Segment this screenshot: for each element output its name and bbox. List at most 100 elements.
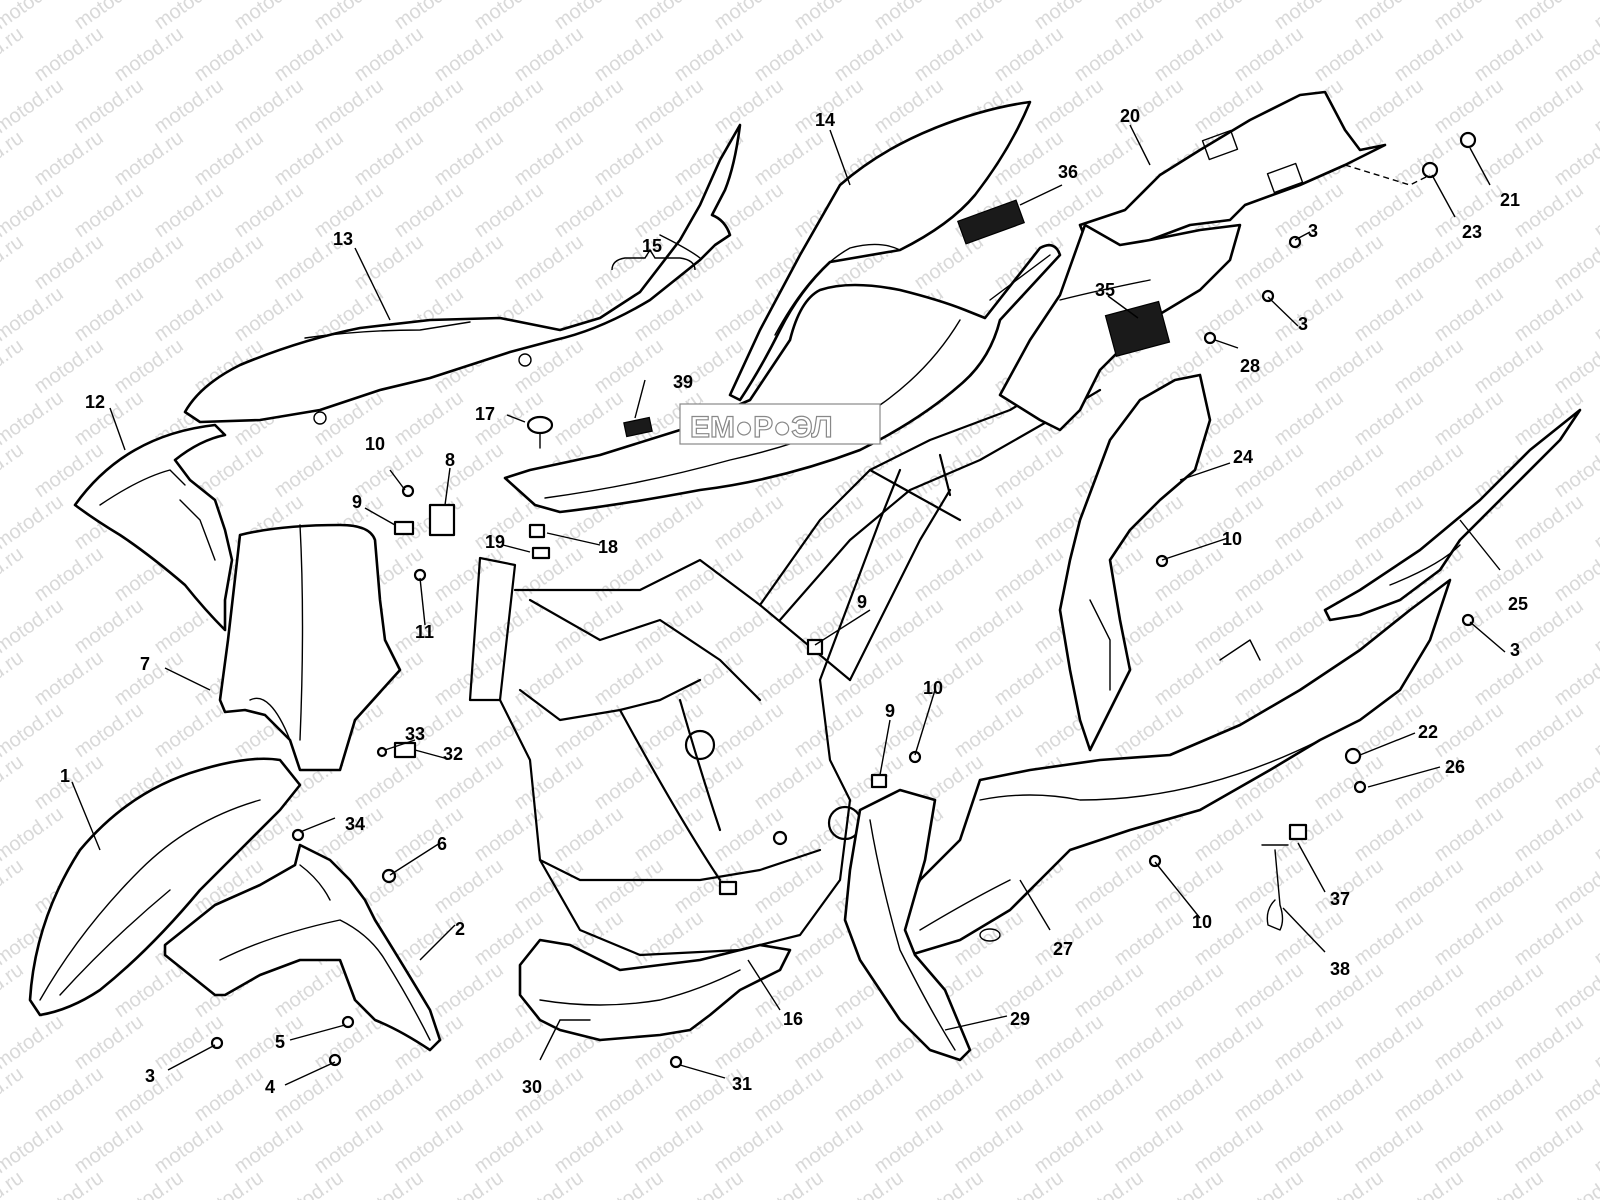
watermark-text: motod.ru (550, 179, 627, 242)
watermark-text: motod.ru (630, 1115, 707, 1178)
watermark-text: motod.ru (0, 231, 28, 294)
watermark-text: motod.ru (70, 1115, 147, 1178)
watermark-text: motod.ru (550, 595, 627, 658)
fasteners (210, 131, 1477, 1069)
watermark-text: motod.ru (1430, 283, 1507, 346)
callout-labels: 1 2 3 3 3 3 4 5 6 7 8 9 9 9 10 10 10 10 … (60, 106, 1528, 1097)
watermark-text: motod.ru (470, 0, 547, 34)
watermark-text: motod.ru (1310, 1167, 1387, 1200)
watermark-text: motod.ru (990, 647, 1067, 710)
watermark-text: motod.ru (1150, 1063, 1227, 1126)
callout-39: 39 (673, 372, 693, 392)
watermark-text: motod.ru (1390, 231, 1467, 294)
watermark-text: motod.ru (230, 1115, 307, 1178)
watermark-text: motod.ru (230, 75, 307, 138)
watermark-text: motod.ru (0, 127, 28, 190)
watermark-text: motod.ru (0, 283, 68, 346)
watermark-text: motod.ru (1070, 855, 1147, 918)
watermark-text: motod.ru (1590, 75, 1600, 138)
watermark-text: motod.ru (710, 1011, 787, 1074)
watermark-text: motod.ru (190, 1063, 267, 1126)
part-13-side-panel (183, 123, 742, 424)
watermark-text: motod.ru (0, 23, 28, 86)
watermark-text: motod.ru (1270, 283, 1347, 346)
watermark-text: motod.ru (350, 751, 427, 814)
watermark-text: motod.ru (1190, 0, 1267, 34)
watermark-text: motod.ru (710, 0, 787, 34)
watermark-text: motod.ru (1190, 595, 1267, 658)
callout-10: 10 (1222, 529, 1242, 549)
watermark-text: motod.ru (1150, 959, 1227, 1022)
callout-29: 29 (1010, 1009, 1030, 1029)
watermark-text: motod.ru (1350, 0, 1427, 34)
watermark-text: motod.ru (190, 127, 267, 190)
watermark-text: motod.ru (870, 595, 947, 658)
watermark-text: motod.ru (1070, 23, 1147, 86)
watermark-text: motod.ru (1310, 231, 1387, 294)
watermark-text: motod.ru (470, 1115, 547, 1178)
watermark-text: motod.ru (1190, 803, 1267, 866)
watermark-text: motod.ru (110, 231, 187, 294)
watermark-text: motod.ru (1390, 23, 1467, 86)
watermark-text: motod.ru (1110, 1115, 1187, 1178)
watermark-text: motod.ru (750, 1063, 827, 1126)
callout-35: 35 (1095, 280, 1115, 300)
watermark-text: motod.ru (350, 23, 427, 86)
watermark-text: motod.ru (510, 1167, 587, 1200)
watermark-text: motod.ru (270, 1167, 347, 1200)
watermark-text: motod.ru (1430, 1115, 1507, 1178)
watermark-text: motod.ru (110, 1167, 187, 1200)
watermark-text: motod.ru (1310, 23, 1387, 86)
watermark-text: motod.ru (270, 23, 347, 86)
watermark-text: motod.ru (70, 283, 147, 346)
watermark-text: motod.ru (430, 1167, 507, 1200)
callout-27: 27 (1053, 939, 1073, 959)
watermark-text: motod.ru (150, 179, 227, 242)
watermark-text: motod.ru (0, 387, 68, 450)
watermark-text: motod.ru (510, 127, 587, 190)
watermark-text: motod.ru (750, 855, 827, 918)
callout-13: 13 (333, 229, 353, 249)
watermark-text: motod.ru (790, 1115, 867, 1178)
watermark-text: motod.ru (1350, 491, 1427, 554)
callout-10: 10 (365, 434, 385, 454)
watermark-text: motod.ru (670, 1063, 747, 1126)
watermark-text: motod.ru (1270, 1115, 1347, 1178)
watermark-text: motod.ru (830, 1063, 907, 1126)
watermark-text: motod.ru (710, 1115, 787, 1178)
callout-5: 5 (275, 1032, 285, 1052)
watermark-text: motod.ru (1470, 335, 1547, 398)
watermark-text: motod.ru (1390, 127, 1467, 190)
watermark-text: motod.ru (1430, 75, 1507, 138)
watermark-text: motod.ru (1110, 907, 1187, 970)
watermark-text: motod.ru (390, 803, 467, 866)
watermark-text: motod.ru (430, 127, 507, 190)
watermark-text: motod.ru (1150, 23, 1227, 86)
part-17-grommet (526, 415, 554, 435)
watermark-text: motod.ru (1150, 1167, 1227, 1200)
callout-3: 3 (145, 1066, 155, 1086)
watermark-text: motod.ru (1510, 1011, 1587, 1074)
watermark-text: motod.ru (0, 595, 68, 658)
watermark-text: motod.ru (230, 179, 307, 242)
watermark-text: motod.ru (1110, 1011, 1187, 1074)
watermark-text: motod.ru (0, 75, 68, 138)
watermark-text: motod.ru (0, 699, 68, 762)
watermark-text: motod.ru (1510, 0, 1587, 34)
watermark-text: motod.ru (270, 439, 347, 502)
watermark-text: motod.ru (1590, 0, 1600, 34)
callout-24: 24 (1233, 447, 1253, 467)
watermark-text: motod.ru (1030, 0, 1107, 34)
watermark-text: motod.ru (430, 231, 507, 294)
callout-9: 9 (352, 492, 362, 512)
callout-19: 19 (485, 532, 505, 552)
watermark-text: motod.ru (990, 543, 1067, 606)
watermark-text: motod.ru (1270, 0, 1347, 34)
part-2-front-fender (163, 843, 442, 1052)
watermark-text: motod.ru (910, 23, 987, 86)
watermark-text: motod.ru (1430, 1011, 1507, 1074)
watermark-text: motod.ru (790, 0, 867, 34)
part-12-nose-fairing (73, 423, 234, 632)
watermark-text: motod.ru (1350, 283, 1427, 346)
watermark-text: motod.ru (510, 231, 587, 294)
